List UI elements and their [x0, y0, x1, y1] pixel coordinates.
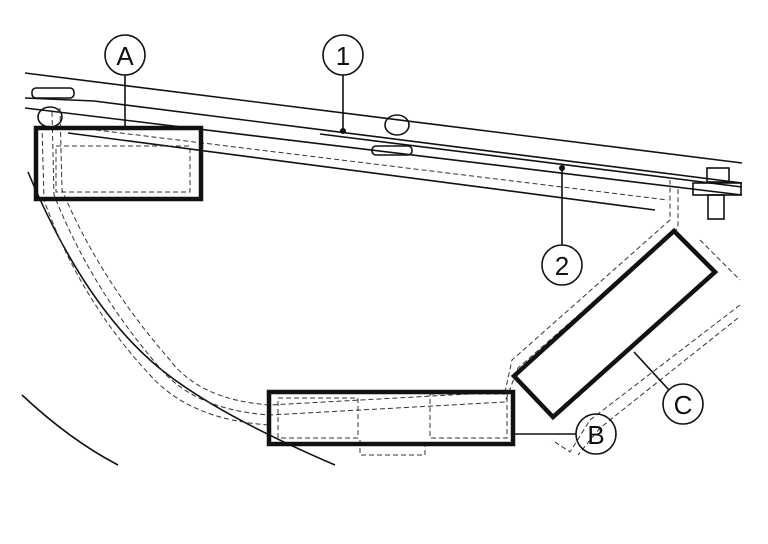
clip-left [31, 87, 75, 128]
body-curve-lower [21, 394, 119, 466]
callout-1: 1 [322, 34, 364, 76]
callout-a: A [104, 34, 146, 76]
callout-2: 2 [541, 244, 583, 286]
callout-a-label: A [116, 41, 134, 71]
bolt-icon [692, 167, 742, 220]
area-b-box [266, 389, 516, 447]
area-a-box [33, 125, 204, 202]
callout-c-label: C [674, 390, 693, 420]
hidden-outline [41, 107, 741, 456]
callout-c: C [662, 383, 704, 425]
body-curve [27, 171, 336, 466]
area-c-box [510, 227, 719, 421]
callout-b: B [575, 413, 617, 455]
callout-b-label: B [587, 420, 604, 450]
callout-1-label: 1 [336, 41, 350, 71]
clip-middle [371, 114, 413, 156]
callout-2-label: 2 [555, 251, 569, 281]
roof-rail [24, 72, 743, 211]
